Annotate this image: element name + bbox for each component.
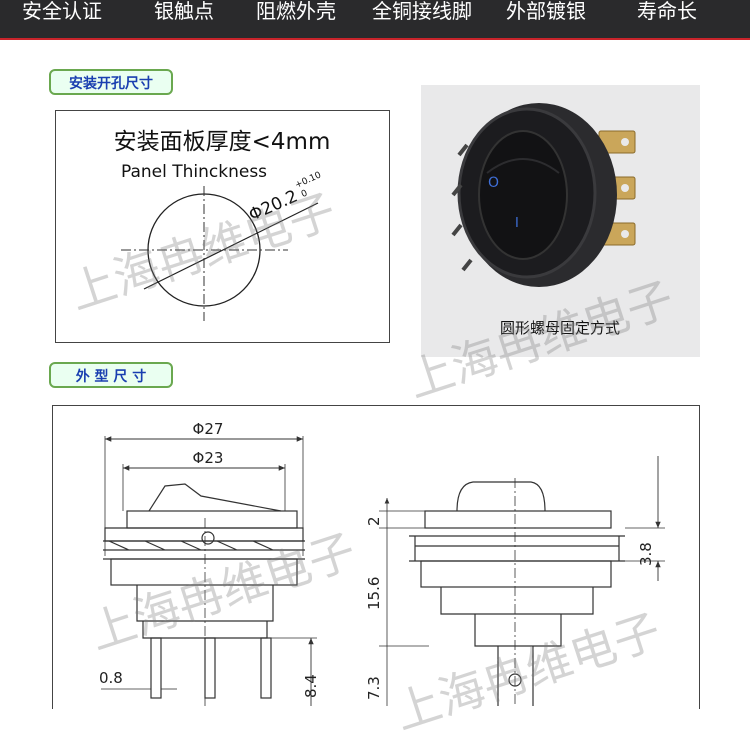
- dim-pin-width: 0.8: [99, 669, 123, 687]
- product-photo: O I 圆形螺母固定方式: [421, 85, 700, 357]
- dim-inner-diameter: Φ23: [193, 449, 224, 467]
- dimension-drawing: Φ27 Φ23 0.8 8.4 2 15.6 3.8 7.3: [99, 420, 665, 706]
- dim-body-height: 15.6: [365, 577, 383, 610]
- panel-thickness-en: Panel Thinckness: [121, 162, 267, 182]
- dim-pin-length: 8.4: [302, 674, 320, 698]
- mounting-hole-panel: 安装面板厚度<4mm Panel Thinckness Φ20.2 +0.10 …: [55, 110, 390, 343]
- dim-flange-height: 3.8: [637, 542, 655, 566]
- rocker-switch-image: O I 圆形螺母固定方式: [451, 103, 636, 337]
- mounting-hole-drawing: 安装面板厚度<4mm Panel Thinckness Φ20.2 +0.10 …: [114, 129, 331, 321]
- dim-lower-height: 7.3: [365, 676, 383, 700]
- hole-tolerance-upper: +0.10: [294, 170, 324, 190]
- feature-copper-pins: 全铜接线脚: [372, 0, 472, 23]
- photo-caption: 圆形螺母固定方式: [500, 319, 620, 337]
- hole-diameter-label: Φ20.2: [246, 186, 301, 225]
- feature-silver-plated: 外部镀银: [506, 0, 586, 23]
- rocker-on-symbol: O: [488, 175, 499, 191]
- diameter-leader: [143, 202, 319, 290]
- panel-thickness-cn: 安装面板厚度<4mm: [114, 129, 331, 155]
- dim-top-height: 2: [365, 516, 383, 526]
- feature-silver-contact: 银触点: [154, 0, 214, 23]
- feature-flame-retardant: 阻燃外壳: [256, 0, 336, 23]
- section-tag-dimensions: 外 型 尺 寸: [49, 362, 173, 388]
- hole-tolerance-lower: 0: [300, 188, 310, 200]
- feature-safety-cert: 安全认证: [22, 0, 102, 23]
- dimension-drawing-panel: Φ27 Φ23 0.8 8.4 2 15.6 3.8 7.3: [52, 405, 700, 709]
- rocker-off-symbol: I: [515, 216, 519, 231]
- feature-bar: 安全认证 银触点 阻燃外壳 全铜接线脚 外部镀银 寿命长: [0, 0, 750, 40]
- dim-outer-diameter: Φ27: [193, 420, 224, 438]
- feature-long-life: 寿命长: [637, 0, 697, 23]
- section-tag-mounting-hole: 安装开孔尺寸: [49, 69, 173, 95]
